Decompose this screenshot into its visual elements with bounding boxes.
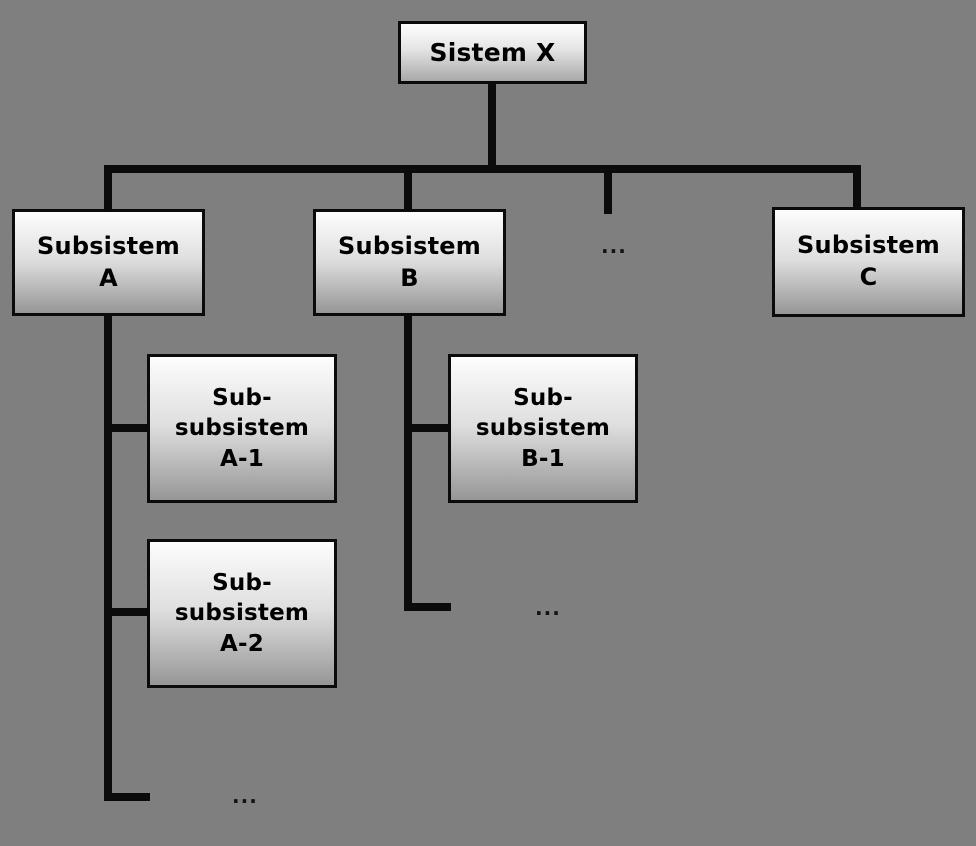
node-sub-subsistem-a1[interactable]: Sub- subsistem A-1 [147,354,337,503]
node-sub-subsistem-b1[interactable]: Sub- subsistem B-1 [448,354,638,503]
node-sub-subsistem-a2[interactable]: Sub- subsistem A-2 [147,539,337,688]
ellipsis-branch-a-more: ... [232,784,258,808]
node-sistem-x[interactable]: Sistem X [398,21,587,84]
ellipsis-branch-b-more: ... [535,596,561,620]
node-subsistem-c[interactable]: Subsistem C [772,207,965,317]
ellipsis-level1-more: ... [601,234,627,258]
node-subsistem-b[interactable]: Subsistem B [313,209,506,316]
node-subsistem-a[interactable]: Subsistem A [12,209,205,316]
